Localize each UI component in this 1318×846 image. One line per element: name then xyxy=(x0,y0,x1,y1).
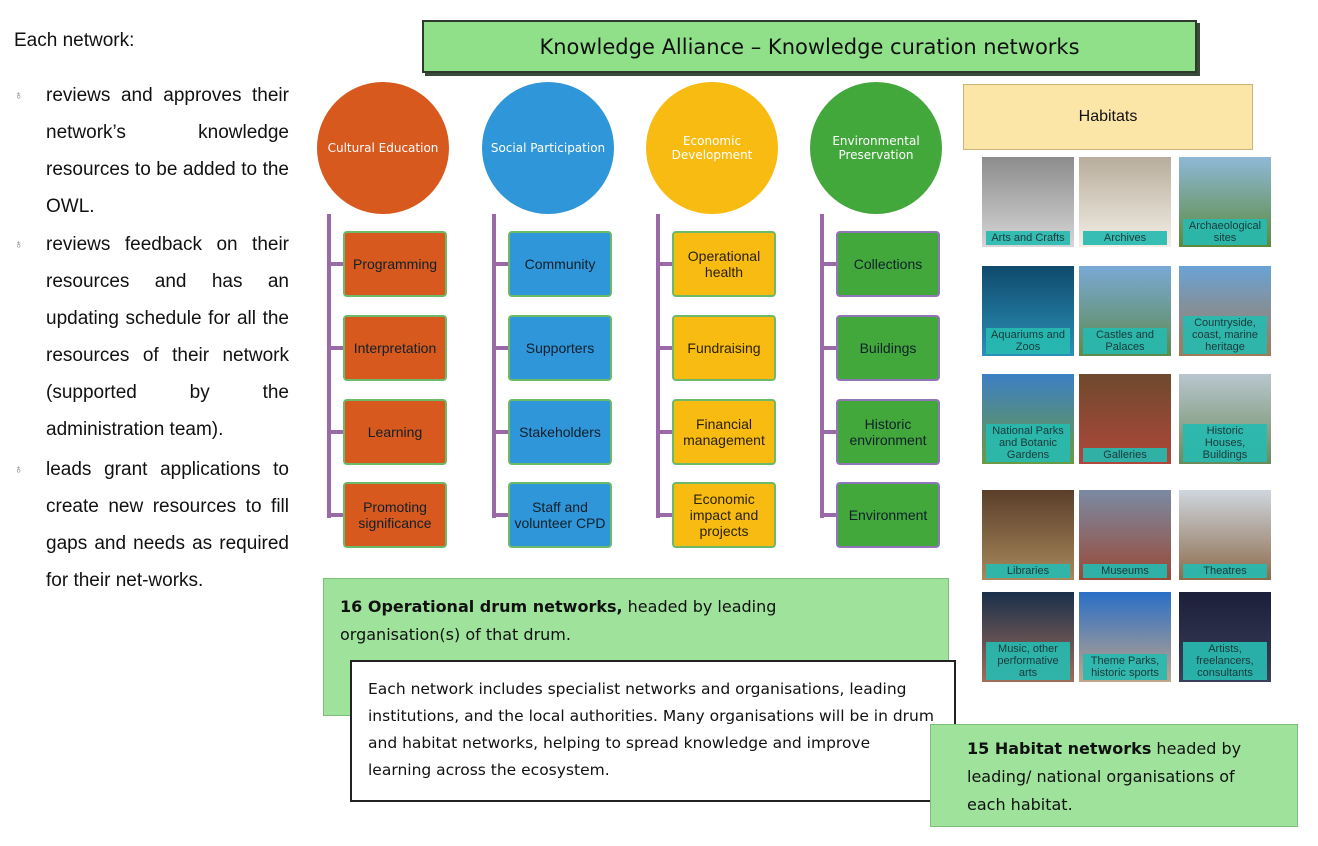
drum-item: Operational health xyxy=(672,231,776,297)
drum-note-rest: headed by leading organisation(s) of tha… xyxy=(340,597,777,644)
habitat-label: Aquariums and Zoos xyxy=(986,328,1070,354)
habitat-tile: Archaeological sites xyxy=(1179,157,1271,247)
habitat-label: Arts and Crafts xyxy=(986,231,1070,245)
habitat-label: National Parks and Botanic Gardens xyxy=(986,424,1070,462)
habitat-tile: Museums xyxy=(1079,490,1171,580)
habitat-label: Theme Parks, historic sports xyxy=(1083,654,1167,680)
drum-circle: Social Participation xyxy=(482,82,614,214)
habitat-tile: National Parks and Botanic Gardens xyxy=(982,374,1074,464)
drum-item: Interpretation xyxy=(343,315,447,381)
bullet-item: ♁ reviews and approves their network’s k… xyxy=(14,77,289,225)
habitat-tile: Music, other performative arts xyxy=(982,592,1074,682)
connector-line xyxy=(658,430,676,434)
drum-item: Supporters xyxy=(508,315,612,381)
drum-item: Staff and volunteer CPD xyxy=(508,482,612,548)
habitat-tile: Countryside, coast, marine heritage xyxy=(1179,266,1271,356)
habitat-label: Libraries xyxy=(986,564,1070,578)
habitat-label: Historic Houses, Buildings xyxy=(1183,424,1267,462)
intro-text: Each network: xyxy=(14,30,135,51)
connector-line xyxy=(658,513,676,517)
connector-line xyxy=(822,262,840,266)
habitat-tile: Historic Houses, Buildings xyxy=(1179,374,1271,464)
drum-item: Financial management xyxy=(672,399,776,465)
habitat-label: Archaeological sites xyxy=(1183,219,1267,245)
habitat-label: Museums xyxy=(1083,564,1167,578)
drum-item: Learning xyxy=(343,399,447,465)
connector-line xyxy=(494,262,512,266)
bullet-text: reviews feedback on their resources and … xyxy=(46,234,289,440)
drum-circle: Cultural Education xyxy=(317,82,449,214)
connector-line xyxy=(822,513,840,517)
drum-item: Stakeholders xyxy=(508,399,612,465)
habitat-tile: Castles and Palaces xyxy=(1079,266,1171,356)
drum-note-text: 16 Operational drum networks, headed by … xyxy=(340,593,810,649)
drum-item: Historic environment xyxy=(836,399,940,465)
bullet-icon: ♁ xyxy=(14,462,23,476)
habitat-label: Music, other performative arts xyxy=(986,642,1070,680)
habitat-tile: Theme Parks, historic sports xyxy=(1079,592,1171,682)
habitat-tile: Archives xyxy=(1079,157,1171,247)
drum-item: Collections xyxy=(836,231,940,297)
habitat-label: Theatres xyxy=(1183,564,1267,578)
drum-circle: Economic Development xyxy=(646,82,778,214)
drum-item: Economic impact and projects xyxy=(672,482,776,548)
drum-note-bold: 16 Operational drum networks, xyxy=(340,597,623,616)
connector-line xyxy=(329,430,347,434)
habitat-tile: Artists, freelancers, consultants xyxy=(1179,592,1271,682)
habitat-note-rest: headed by leading/ national organisation… xyxy=(967,739,1242,814)
habitat-label: Galleries xyxy=(1083,448,1167,462)
habitat-tile: Theatres xyxy=(1179,490,1271,580)
bullet-text: leads grant applications to create new r… xyxy=(46,459,289,591)
habitat-tile: Arts and Crafts xyxy=(982,157,1074,247)
connector-line xyxy=(327,214,331,518)
habitat-label: Archives xyxy=(1083,231,1167,245)
drum-item: Environment xyxy=(836,482,940,548)
habitats-header: Habitats xyxy=(963,84,1253,150)
connector-line xyxy=(658,262,676,266)
connector-line xyxy=(822,430,840,434)
bullet-text: reviews and approves their network’s kno… xyxy=(46,85,289,217)
habitat-tile: Aquariums and Zoos xyxy=(982,266,1074,356)
habitat-tile: Galleries xyxy=(1079,374,1171,464)
habitat-note-bold: 15 Habitat networks xyxy=(967,739,1152,758)
drum-item: Buildings xyxy=(836,315,940,381)
bullet-item: ♁ reviews feedback on their resources an… xyxy=(14,226,289,448)
diagram-title: Knowledge Alliance – Knowledge curation … xyxy=(422,20,1197,73)
connector-line xyxy=(494,346,512,350)
connector-line xyxy=(329,513,347,517)
drum-item: Programming xyxy=(343,231,447,297)
bullet-item: ♁ leads grant applications to create new… xyxy=(14,451,289,599)
connector-line xyxy=(329,262,347,266)
drum-circle: Environmental Preservation xyxy=(810,82,942,214)
each-network-note: Each network includes specialist network… xyxy=(350,660,956,802)
connector-line xyxy=(658,346,676,350)
connector-line xyxy=(494,430,512,434)
connector-line xyxy=(656,214,660,518)
drum-item: Fundraising xyxy=(672,315,776,381)
habitat-label: Countryside, coast, marine heritage xyxy=(1183,316,1267,354)
habitat-networks-note: 15 Habitat networks headed by leading/ n… xyxy=(930,724,1298,827)
drum-item: Promoting significance xyxy=(343,482,447,548)
connector-line xyxy=(822,346,840,350)
connector-line xyxy=(329,346,347,350)
bullet-icon: ♁ xyxy=(14,237,23,251)
habitat-label: Castles and Palaces xyxy=(1083,328,1167,354)
habitat-label: Artists, freelancers, consultants xyxy=(1183,642,1267,680)
drum-item: Community xyxy=(508,231,612,297)
connector-line xyxy=(820,214,824,518)
connector-line xyxy=(492,214,496,518)
habitat-tile: Libraries xyxy=(982,490,1074,580)
bullet-icon: ♁ xyxy=(14,88,23,102)
connector-line xyxy=(494,513,512,517)
